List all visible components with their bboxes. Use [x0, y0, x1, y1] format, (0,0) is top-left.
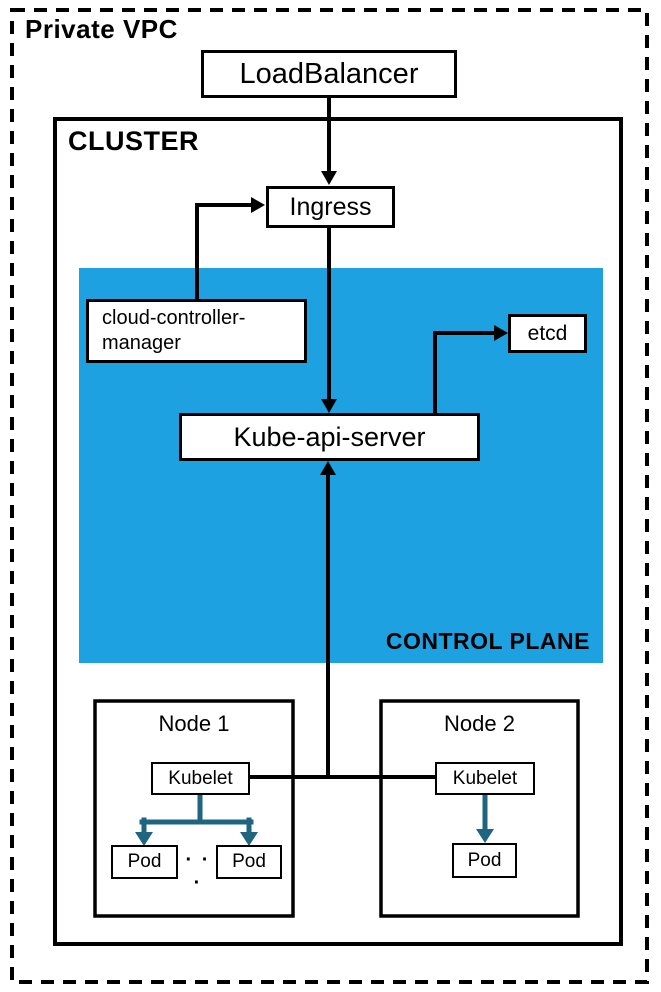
cloud-controller-manager-box: cloud-controller- manager	[86, 299, 307, 363]
arrow-ccm-to-ingress	[195, 203, 252, 301]
etcd-box: etcd	[508, 314, 587, 353]
node2-border	[379, 699, 580, 918]
cloud-controller-manager-text: cloud-controller- manager	[102, 306, 245, 356]
node1-pod1-box: Pod	[111, 845, 178, 879]
arrowhead-kubeapi-bottom-icon	[320, 461, 336, 475]
node2-label: Node 2	[444, 711, 515, 736]
kube-api-server-box: Kube-api-server	[179, 413, 480, 461]
ingress-box: Ingress	[266, 186, 395, 228]
arrowhead-kubeapi-top-icon	[321, 399, 337, 413]
ccm-text-line1: cloud-controller-	[102, 307, 246, 329]
node2-pod-box: Pod	[452, 843, 517, 878]
arrowhead-pod1a-icon	[135, 832, 153, 846]
arrowhead-ingress-top-icon	[321, 171, 337, 185]
loadbalancer-box: LoadBalancer	[201, 50, 457, 98]
node1-label: Node 1	[158, 711, 230, 736]
vpc-label: Private VPC	[25, 14, 178, 44]
connector-kubelet1-to-pods	[139, 791, 254, 836]
node2-kubelet-box: Kubelet	[435, 762, 535, 795]
node1-border	[93, 699, 295, 918]
arrowhead-ingress-left-icon	[251, 197, 265, 213]
arrowhead-pod2-icon	[476, 829, 494, 843]
node1-pod2-box: Pod	[216, 845, 282, 879]
cluster-border	[53, 117, 623, 946]
ccm-text-line2: manager	[102, 332, 181, 354]
control-plane-label: CONTROL PLANE	[385, 628, 590, 654]
node1-pods-ellipsis: · · ·	[185, 849, 211, 894]
cluster-label: CLUSTER	[68, 126, 199, 156]
arrowhead-pod1b-icon	[240, 832, 258, 846]
arrow-kubeapi-to-etcd	[433, 331, 495, 414]
node1-kubelet-box: Kubelet	[151, 762, 250, 795]
vpc-dashed-border	[10, 8, 649, 984]
arrowhead-etcd-left-icon	[494, 325, 508, 341]
